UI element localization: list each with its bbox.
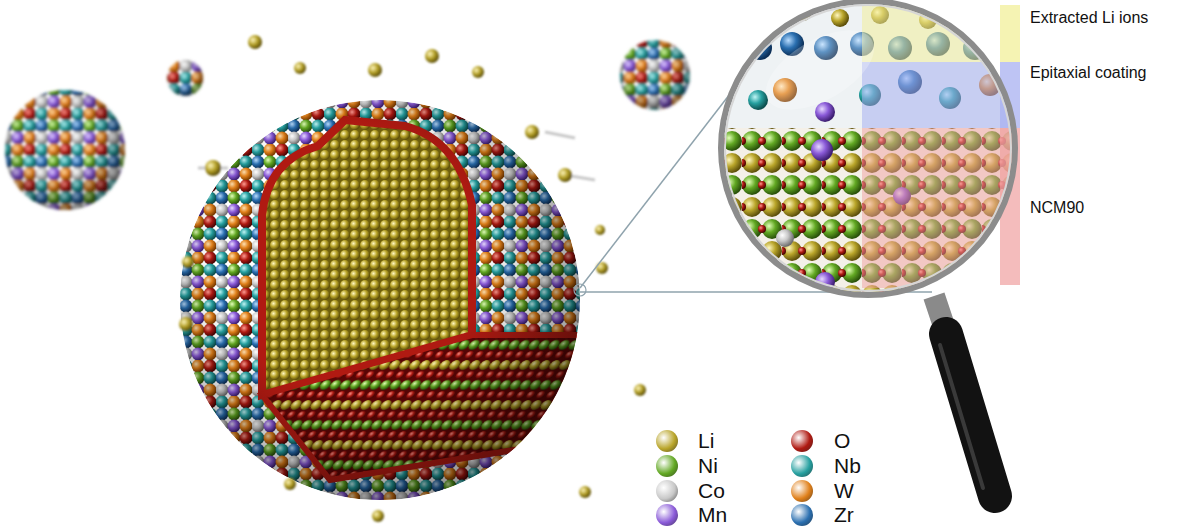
legend-swatch xyxy=(656,455,678,477)
band-label: NCM90 xyxy=(1030,199,1084,217)
legend-swatch xyxy=(656,480,678,502)
legend-swatch xyxy=(791,504,813,526)
legend-swatch xyxy=(791,455,813,477)
legend-label: O xyxy=(834,429,850,453)
legend-label: Zr xyxy=(834,503,854,527)
legend-swatch xyxy=(656,504,678,526)
legend-swatch xyxy=(791,480,813,502)
legend-label: Ni xyxy=(698,454,718,478)
legend-swatch xyxy=(656,430,678,452)
band-label: Epitaxial coating xyxy=(1030,64,1147,82)
legend-label: Nb xyxy=(834,454,861,478)
legend-label: Li xyxy=(698,429,714,453)
legend-label: Co xyxy=(698,479,725,503)
legend-label: W xyxy=(834,479,854,503)
legend-swatch xyxy=(791,430,813,452)
band-label: Extracted Li ions xyxy=(1030,9,1148,27)
legend-label: Mn xyxy=(698,503,727,527)
